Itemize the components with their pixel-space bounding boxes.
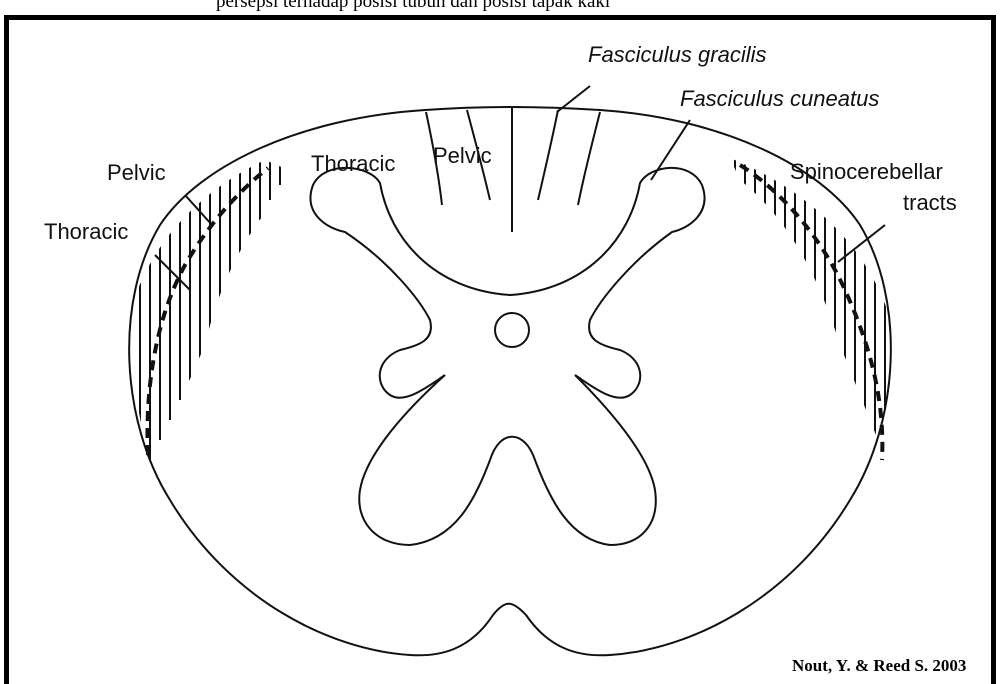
left-spinocerebellar-hatching [140, 140, 280, 470]
right-outer-fasciculus-line [578, 112, 600, 205]
credit-text: Nout, Y. & Reed S. 2003 [792, 656, 966, 675]
label-spinocerebellar-line1: Spinocerebellar [790, 159, 943, 184]
label-dorsal-pelvic: Pelvic [433, 143, 492, 168]
central-canal [495, 313, 529, 347]
label-left-pelvic: Pelvic [107, 160, 166, 185]
label-dorsal-thoracic: Thoracic [311, 151, 395, 176]
right-spinocerebellar-hatching [735, 140, 885, 470]
label-spinocerebellar-line2: tracts [903, 190, 957, 215]
label-fasciculus-cuneatus: Fasciculus cuneatus [680, 86, 879, 111]
right-dashed-divider [740, 165, 882, 460]
label-left-thoracic: Thoracic [44, 219, 128, 244]
grey-matter-outline [311, 168, 705, 545]
right-inner-fasciculus-line [538, 110, 558, 200]
leader-fasciculus-cuneatus [651, 120, 690, 180]
label-fasciculus-gracilis: Fasciculus gracilis [588, 42, 767, 67]
